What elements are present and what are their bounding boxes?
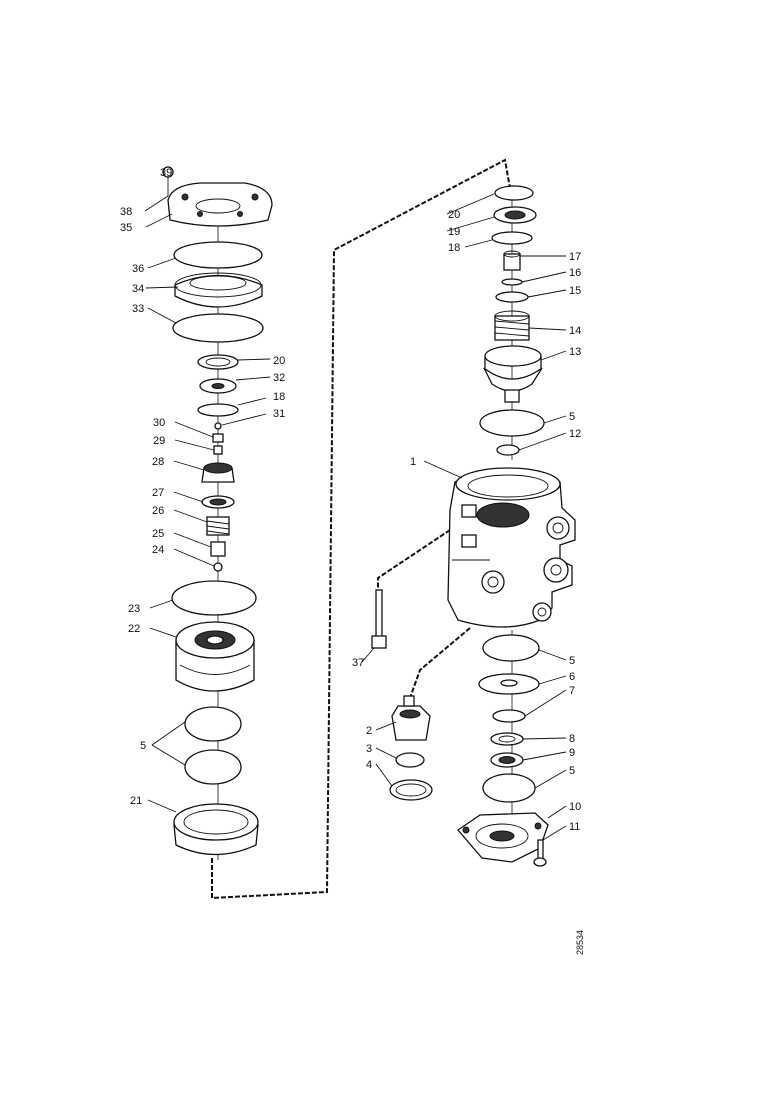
label-right-11: 11 <box>569 821 580 833</box>
dashed-assembly-lines <box>211 158 511 900</box>
spring-14 <box>494 310 530 341</box>
label-left-28: 28 <box>152 456 164 468</box>
label-left-32: 32 <box>273 372 285 384</box>
label-left-29: 29 <box>153 435 165 447</box>
o-ring-23 <box>171 580 257 616</box>
label-left-20: 20 <box>273 355 285 367</box>
ring-15 <box>495 291 529 303</box>
left-stack <box>162 166 273 860</box>
label-right-10: 10 <box>569 801 581 813</box>
main-housing-1 <box>447 467 576 628</box>
label-right-5-lower: 5 <box>569 655 575 667</box>
label-right-19: 19 <box>448 226 460 238</box>
o-ring-5-left-b <box>184 749 242 785</box>
label-right-14: 14 <box>569 325 581 337</box>
dashed-line-lower <box>409 627 471 699</box>
part-number-labels: 39 38 35 36 34 33 20 32 18 31 30 29 28 2… <box>120 167 581 833</box>
label-left-35: 35 <box>120 222 132 234</box>
label-left-38: 38 <box>120 206 132 218</box>
label-right-12: 12 <box>569 428 581 440</box>
label-left-21: 21 <box>130 795 142 807</box>
leader-lines <box>144 193 567 841</box>
ring-18-right <box>491 231 533 245</box>
ball-24 <box>213 562 223 572</box>
piston-22 <box>175 621 255 692</box>
pin-30 <box>212 433 224 443</box>
sub-assembly-2 <box>391 695 431 741</box>
o-ring-5-right-bottom <box>482 773 536 803</box>
valve-9 <box>490 752 524 768</box>
label-right-18: 18 <box>448 242 460 254</box>
label-right-20: 20 <box>448 209 460 221</box>
top-cover-35 <box>167 182 273 227</box>
o-ring-5-right-lower <box>482 634 540 662</box>
label-left-5: 5 <box>140 740 146 752</box>
ball-31 <box>214 422 222 430</box>
housing-cap-34 <box>174 272 263 308</box>
disc-32 <box>199 378 237 394</box>
o-ring-33 <box>172 313 264 343</box>
label-right-3: 3 <box>366 743 372 755</box>
label-right-37: 37 <box>352 657 364 669</box>
label-left-23: 23 <box>128 603 140 615</box>
label-right-8: 8 <box>569 733 575 745</box>
label-left-34: 34 <box>132 283 144 295</box>
o-ring-36 <box>173 241 263 269</box>
seal-19 <box>493 206 537 224</box>
ring-3 <box>395 752 425 768</box>
right-stack <box>371 185 576 867</box>
ring-20-right <box>494 185 534 201</box>
housing-ring-21 <box>173 803 259 856</box>
plunger-17 <box>503 250 521 271</box>
washer-16 <box>501 278 523 286</box>
bottom-cover-10 <box>457 812 549 863</box>
spring-29 <box>213 445 223 455</box>
valve-28 <box>201 462 235 483</box>
label-39: 39 <box>160 167 172 179</box>
o-ring-5-left-a <box>184 706 242 742</box>
o-ring-5-right-upper <box>479 409 545 437</box>
circlip-4 <box>389 779 433 801</box>
label-left-31: 31 <box>273 408 285 420</box>
seal-8 <box>490 732 524 746</box>
label-left-36: 36 <box>132 263 144 275</box>
seal-27 <box>201 495 235 509</box>
label-left-25: 25 <box>152 528 164 540</box>
screw-11 <box>533 839 547 867</box>
ring-12 <box>496 444 520 456</box>
label-right-1: 1 <box>410 456 416 468</box>
bolt-37 <box>371 589 387 649</box>
screw-38 <box>162 166 174 196</box>
ring-7 <box>492 709 526 723</box>
label-left-26: 26 <box>152 505 164 517</box>
label-left-22: 22 <box>128 623 140 635</box>
label-right-16: 16 <box>569 267 581 279</box>
label-right-13: 13 <box>569 346 581 358</box>
label-right-2: 2 <box>366 725 372 737</box>
label-right-15: 15 <box>569 285 581 297</box>
label-left-24: 24 <box>152 544 164 556</box>
diaphragm-6 <box>478 673 540 695</box>
spring-26 <box>206 516 230 536</box>
label-right-9: 9 <box>569 747 575 759</box>
label-right-5-upper: 5 <box>569 411 575 423</box>
piston-25 <box>210 541 226 557</box>
dashed-line-main <box>211 158 511 900</box>
label-right-4: 4 <box>366 759 372 771</box>
label-left-27: 27 <box>152 487 164 499</box>
label-right-17: 17 <box>569 251 581 263</box>
dashed-line-bolt <box>377 529 451 595</box>
label-right-7: 7 <box>569 685 575 697</box>
label-left-30: 30 <box>153 417 165 429</box>
ring-20-left <box>197 354 239 370</box>
label-right-5-bottom: 5 <box>569 765 575 777</box>
label-right-6: 6 <box>569 671 575 683</box>
label-left-33: 33 <box>132 303 144 315</box>
label-left-18: 18 <box>273 391 285 403</box>
drawing-code: 28534 <box>575 930 585 955</box>
valve-body-13 <box>483 345 543 403</box>
ring-18-left <box>197 403 239 417</box>
